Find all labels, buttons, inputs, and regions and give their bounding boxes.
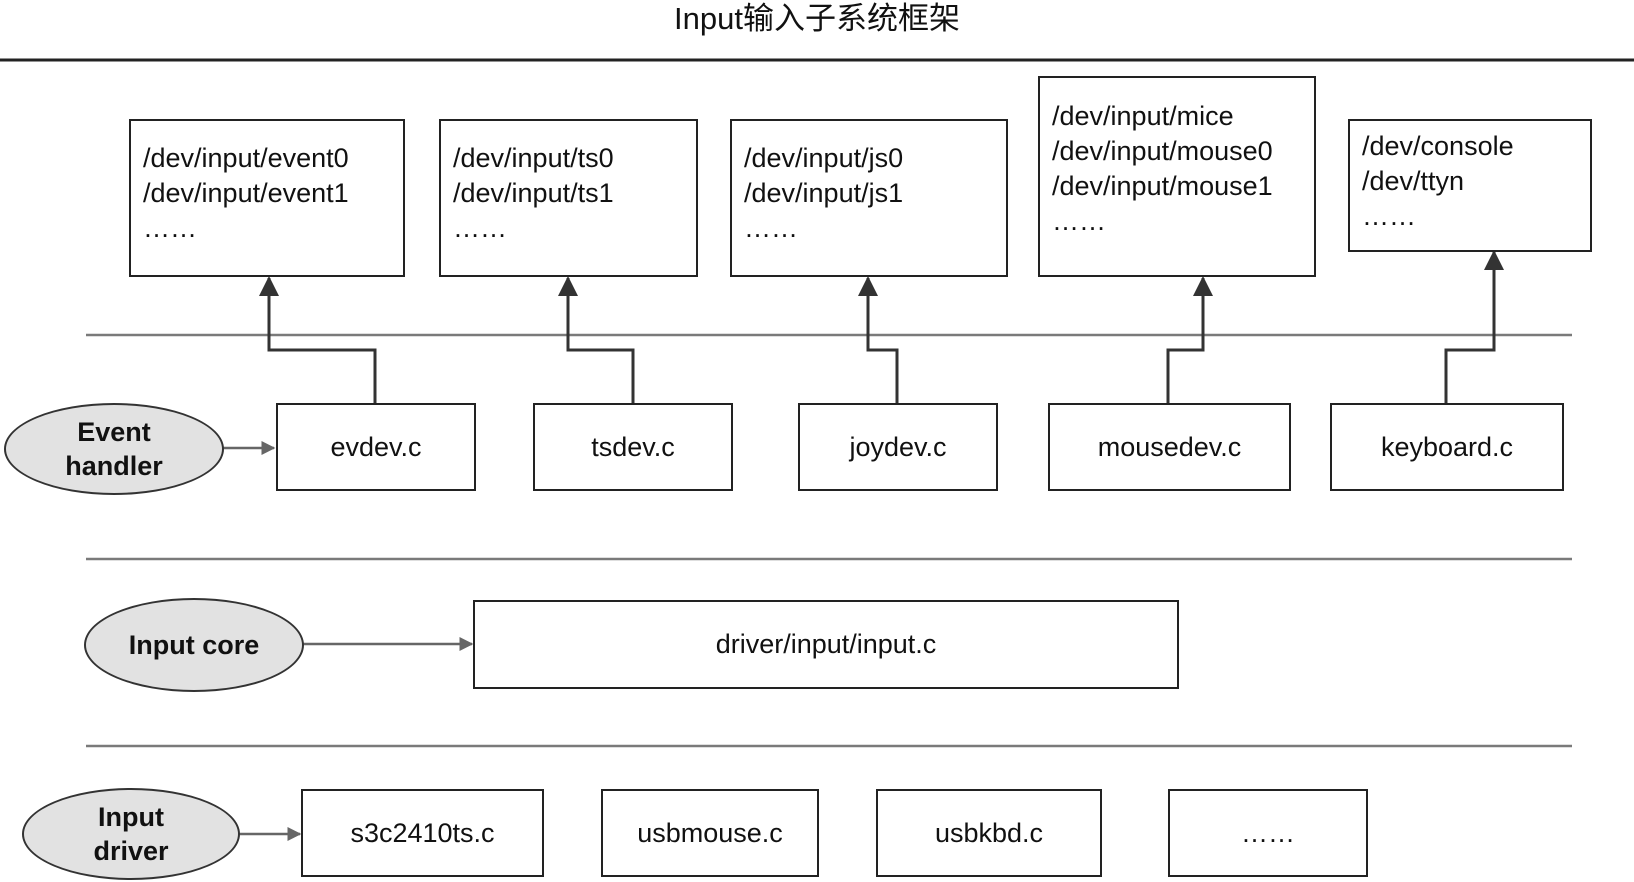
driver-box-usbmouse: usbmouse.c [601,789,819,877]
device-path: /dev/input/event1 [143,178,349,208]
input-core-box: driver/input/input.c [473,600,1179,689]
device-node-box-console: /dev/console /dev/ttyn …… [1348,119,1592,252]
handler-box-keyboard: keyboard.c [1330,403,1564,491]
device-node-box-ts: /dev/input/ts0 /dev/input/ts1 …… [439,119,698,277]
driver-box-s3c2410ts: s3c2410ts.c [301,789,544,877]
input-driver-layer-label: Input driver [22,788,240,880]
event-handler-layer-label: Event handler [4,403,224,495]
layer-label-line: Event [77,417,151,447]
device-path: /dev/input/event0 [143,143,349,173]
device-node-box-event: /dev/input/event0 /dev/input/event1 …… [129,119,405,277]
ellipsis-text: …… [1052,206,1106,236]
device-path: /dev/input/js1 [744,178,904,208]
device-path: /dev/input/ts1 [453,178,614,208]
ellipsis-text: …… [1362,201,1416,231]
layer-label-line: Input [98,802,164,832]
device-node-box-js: /dev/input/js0 /dev/input/js1 …… [730,119,1008,277]
device-path: /dev/input/js0 [744,143,904,173]
ellipsis-text: …… [143,213,197,243]
device-node-box-mice: /dev/input/mice /dev/input/mouse0 /dev/i… [1038,76,1316,277]
keyboard-to-console-arrow [1444,250,1504,403]
ellipsis-text: …… [453,213,507,243]
handler-box-evdev: evdev.c [276,403,476,491]
device-path: /dev/console [1362,131,1514,161]
device-path: /dev/ttyn [1362,166,1465,196]
handler-box-mousedev: mousedev.c [1048,403,1291,491]
driver-box-more: …… [1168,789,1368,877]
layer-label-line: driver [93,836,169,866]
handler-box-tsdev: tsdev.c [533,403,733,491]
layer-label-line: Input core [128,630,260,660]
joydev-to-js-arrow [858,276,899,403]
layer-label-line: handler [65,451,163,481]
handler-box-joydev: joydev.c [798,403,998,491]
driver-box-usbkbd: usbkbd.c [876,789,1102,877]
ellipsis-text: …… [744,213,798,243]
input-core-layer-label: Input core [84,598,304,692]
mousedev-to-mice-arrow [1166,276,1213,403]
device-path: /dev/input/mice [1052,101,1234,131]
diagram-title: Input输入子系统框架 [674,1,960,36]
tsdev-to-ts-arrow [558,276,635,403]
device-path: /dev/input/mouse0 [1052,136,1273,166]
device-path: /dev/input/mouse1 [1052,171,1273,201]
evdev-to-event-arrow [259,276,377,403]
device-path: /dev/input/ts0 [453,143,614,173]
